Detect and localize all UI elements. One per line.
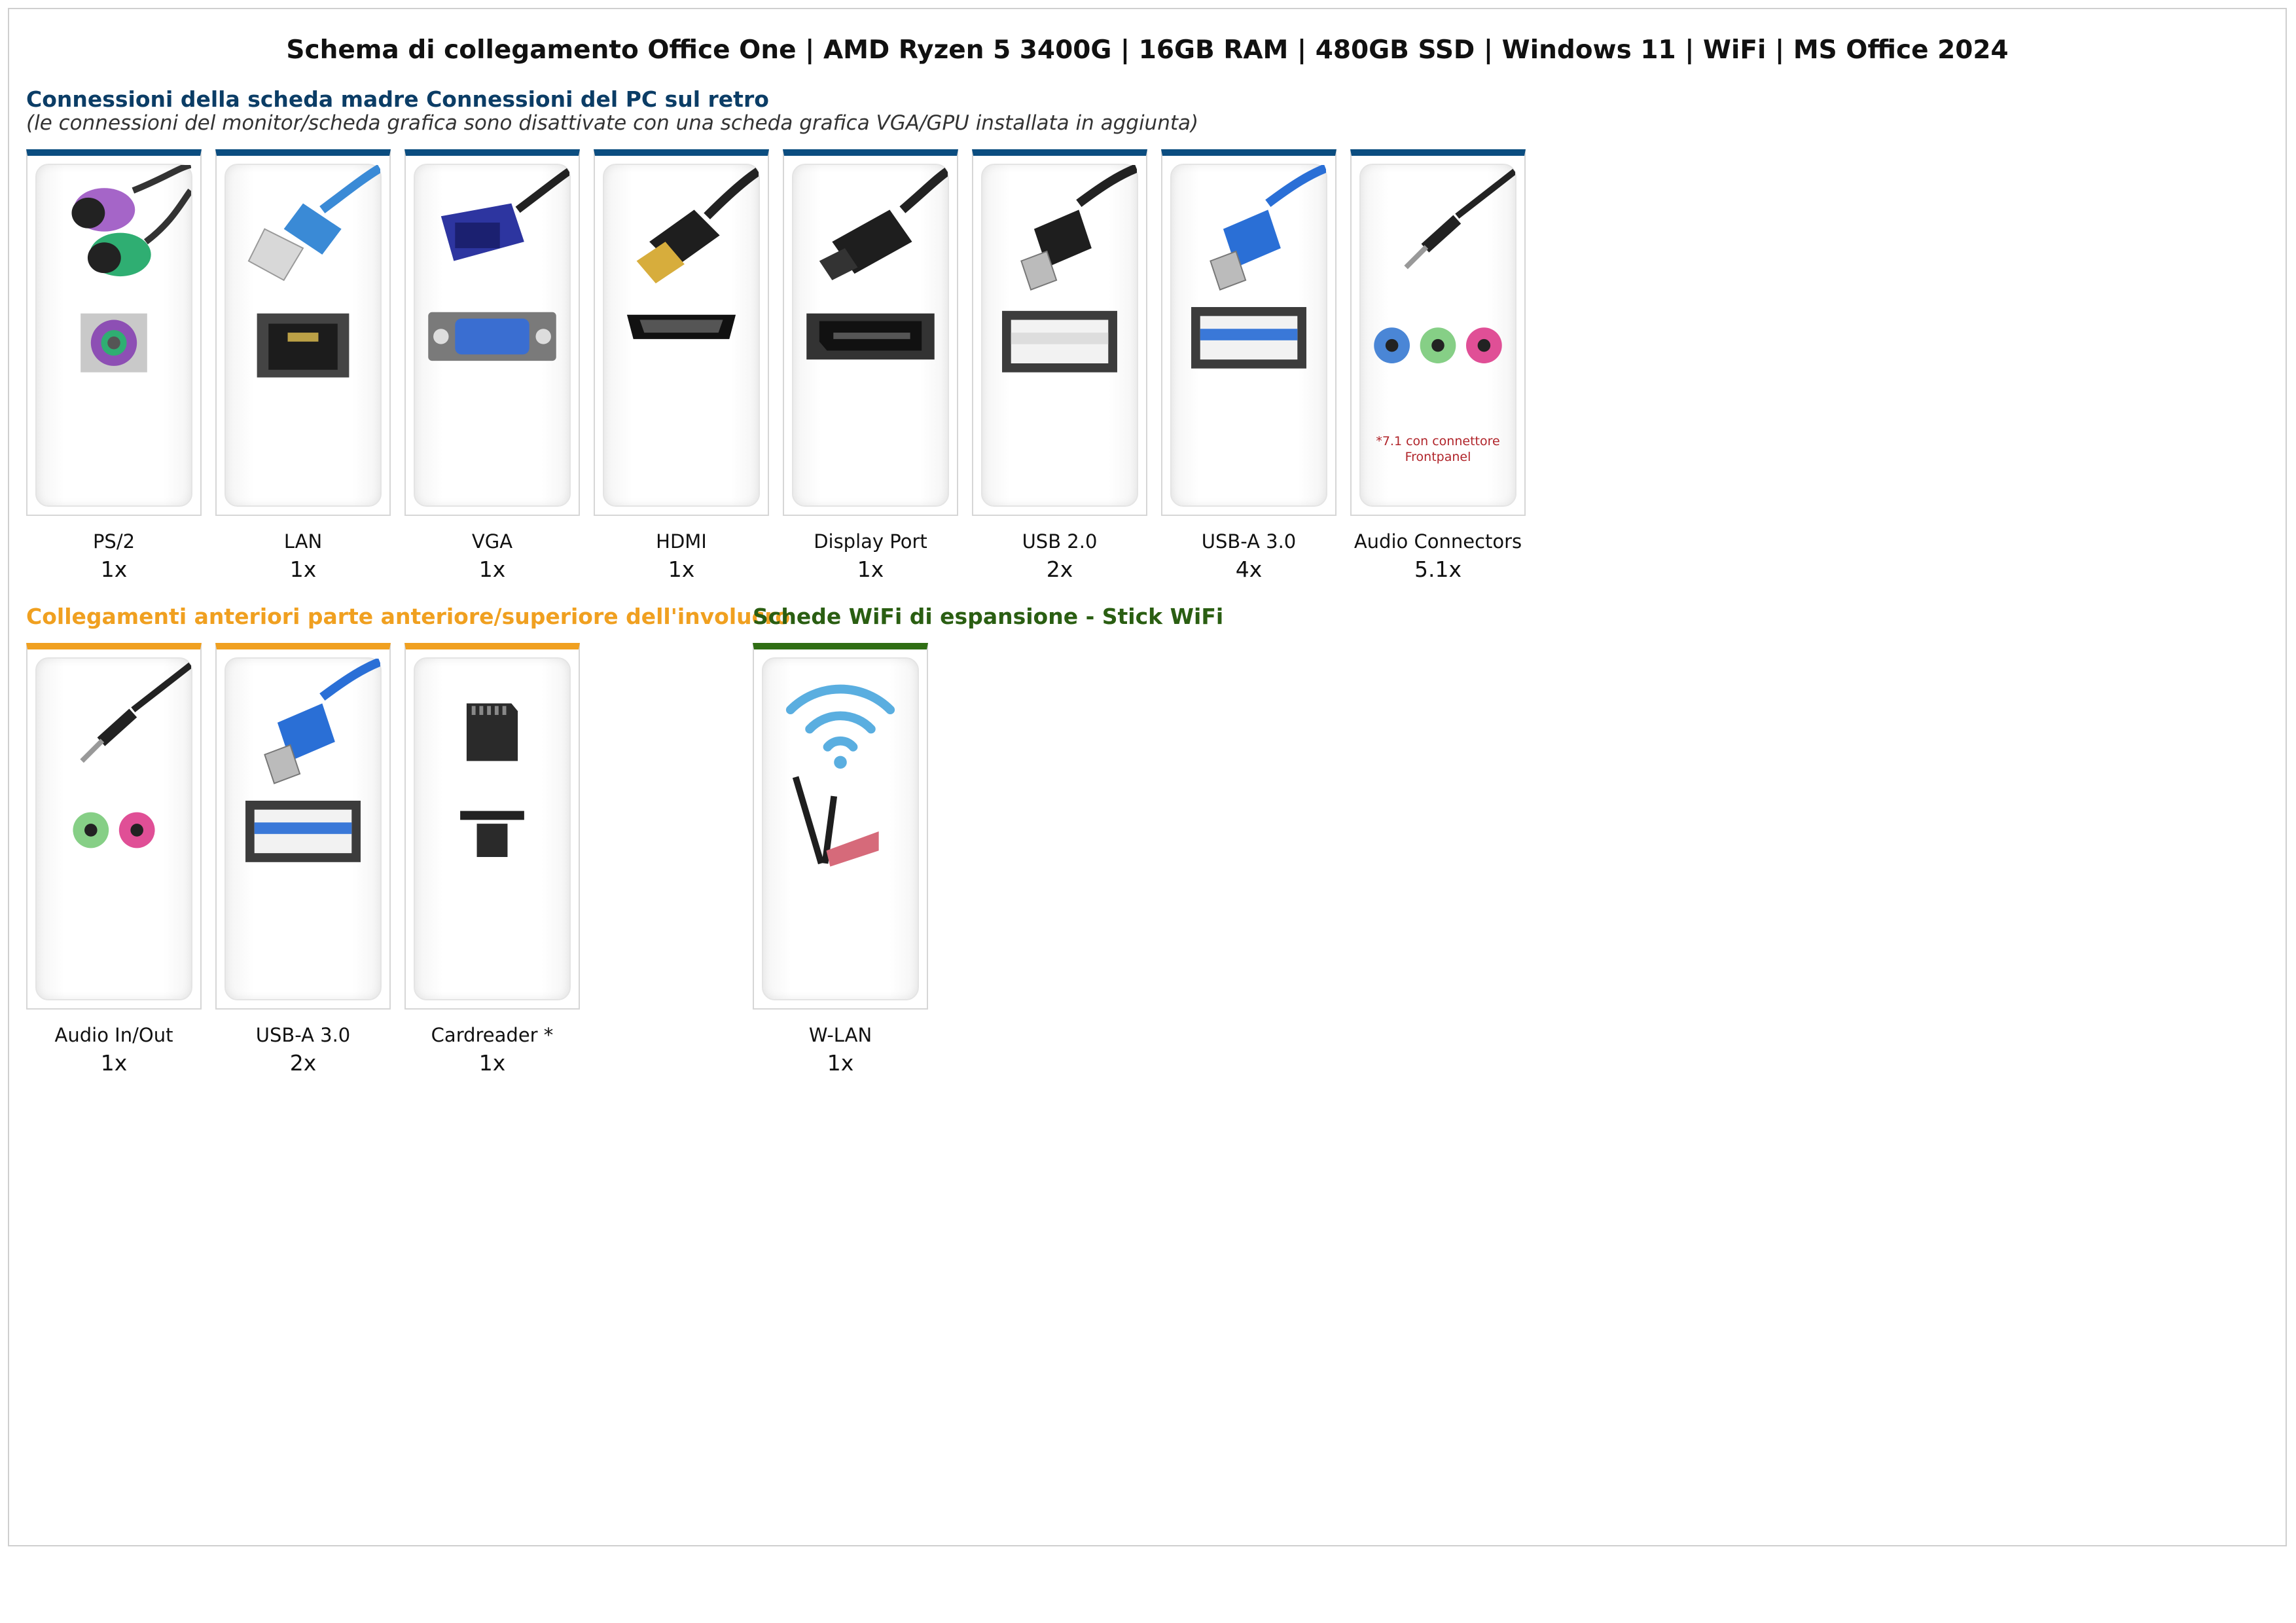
card-cardreader bbox=[404, 643, 580, 1010]
front-label-cardreader: Cardreader * bbox=[431, 1024, 554, 1046]
card-audio-front bbox=[26, 643, 202, 1010]
rear-label-usb20: USB 2.0 bbox=[1022, 530, 1098, 553]
rear-label-vga: VGA bbox=[471, 530, 513, 553]
rear-count-usb30: 4x bbox=[1235, 556, 1263, 582]
audio-note-line1: *7.1 con connettore bbox=[1376, 434, 1500, 448]
wifi-count-wlan: 1x bbox=[827, 1050, 854, 1076]
card-vga bbox=[404, 149, 580, 516]
card-wlan bbox=[753, 643, 928, 1010]
audio-7-1-note: *7.1 con connettore Frontpanel bbox=[1361, 433, 1515, 465]
lan-connector-icon bbox=[247, 165, 380, 378]
page-title: Schema di collegamento Office One | AMD … bbox=[286, 35, 2009, 65]
hdmi-connector-icon bbox=[626, 168, 759, 339]
card-audio-rear: *7.1 con connettore Frontpanel bbox=[1350, 149, 1526, 516]
sd-card-icon bbox=[460, 703, 524, 858]
card-displayport bbox=[783, 149, 958, 516]
usb3-connector-icon bbox=[1191, 165, 1326, 369]
rear-label-lan: LAN bbox=[283, 530, 323, 553]
wifi-heading: Schede WiFi di espansione - Stick WiFi bbox=[753, 604, 1224, 629]
audio-note-line2: Frontpanel bbox=[1405, 450, 1471, 464]
rear-label-displayport: Display Port bbox=[814, 530, 927, 553]
front-count-cardreader: 1x bbox=[478, 1050, 506, 1076]
rear-count-displayport: 1x bbox=[857, 556, 884, 582]
front-count-audio: 1x bbox=[100, 1050, 128, 1076]
wifi-icon bbox=[785, 684, 895, 867]
card-usb30-rear bbox=[1161, 149, 1336, 516]
audio-jack-icon bbox=[1374, 168, 1515, 364]
rear-note: (le connessioni del monitor/scheda grafi… bbox=[26, 111, 1199, 135]
rear-label-audio: Audio Connectors bbox=[1354, 530, 1522, 553]
wifi-label-wlan: W-LAN bbox=[808, 1024, 872, 1046]
rear-count-usb20: 2x bbox=[1046, 556, 1073, 582]
rear-count-audio: 5.1x bbox=[1414, 556, 1462, 582]
rear-count-ps2: 1x bbox=[100, 556, 128, 582]
card-hdmi bbox=[594, 149, 769, 516]
audio-jack-front-icon bbox=[73, 662, 191, 848]
vga-connector-icon bbox=[428, 168, 569, 361]
card-ps2 bbox=[26, 149, 202, 516]
front-label-usb30: USB-A 3.0 bbox=[255, 1024, 351, 1046]
usb2-connector-icon bbox=[1002, 165, 1137, 373]
usb3-front-connector-icon bbox=[245, 659, 380, 862]
front-count-usb30: 2x bbox=[289, 1050, 317, 1076]
displayport-connector-icon bbox=[806, 168, 948, 360]
rear-count-lan: 1x bbox=[289, 556, 317, 582]
card-lan bbox=[215, 149, 391, 516]
connection-sheet: Schema di collegamento Office One | AMD … bbox=[8, 8, 2287, 1546]
card-usb20 bbox=[972, 149, 1147, 516]
card-usb30-front bbox=[215, 643, 391, 1010]
front-label-audio: Audio In/Out bbox=[54, 1024, 173, 1046]
rear-label-hdmi: HDMI bbox=[656, 530, 707, 553]
rear-count-hdmi: 1x bbox=[668, 556, 695, 582]
rear-heading: Connessioni della scheda madre Connessio… bbox=[26, 86, 769, 112]
rear-label-ps2: PS/2 bbox=[92, 530, 135, 553]
rear-label-usb30: USB-A 3.0 bbox=[1201, 530, 1297, 553]
ps2-connector-icon bbox=[71, 165, 191, 373]
rear-count-vga: 1x bbox=[478, 556, 506, 582]
front-heading: Collegamenti anteriori parte anteriore/s… bbox=[26, 604, 791, 629]
